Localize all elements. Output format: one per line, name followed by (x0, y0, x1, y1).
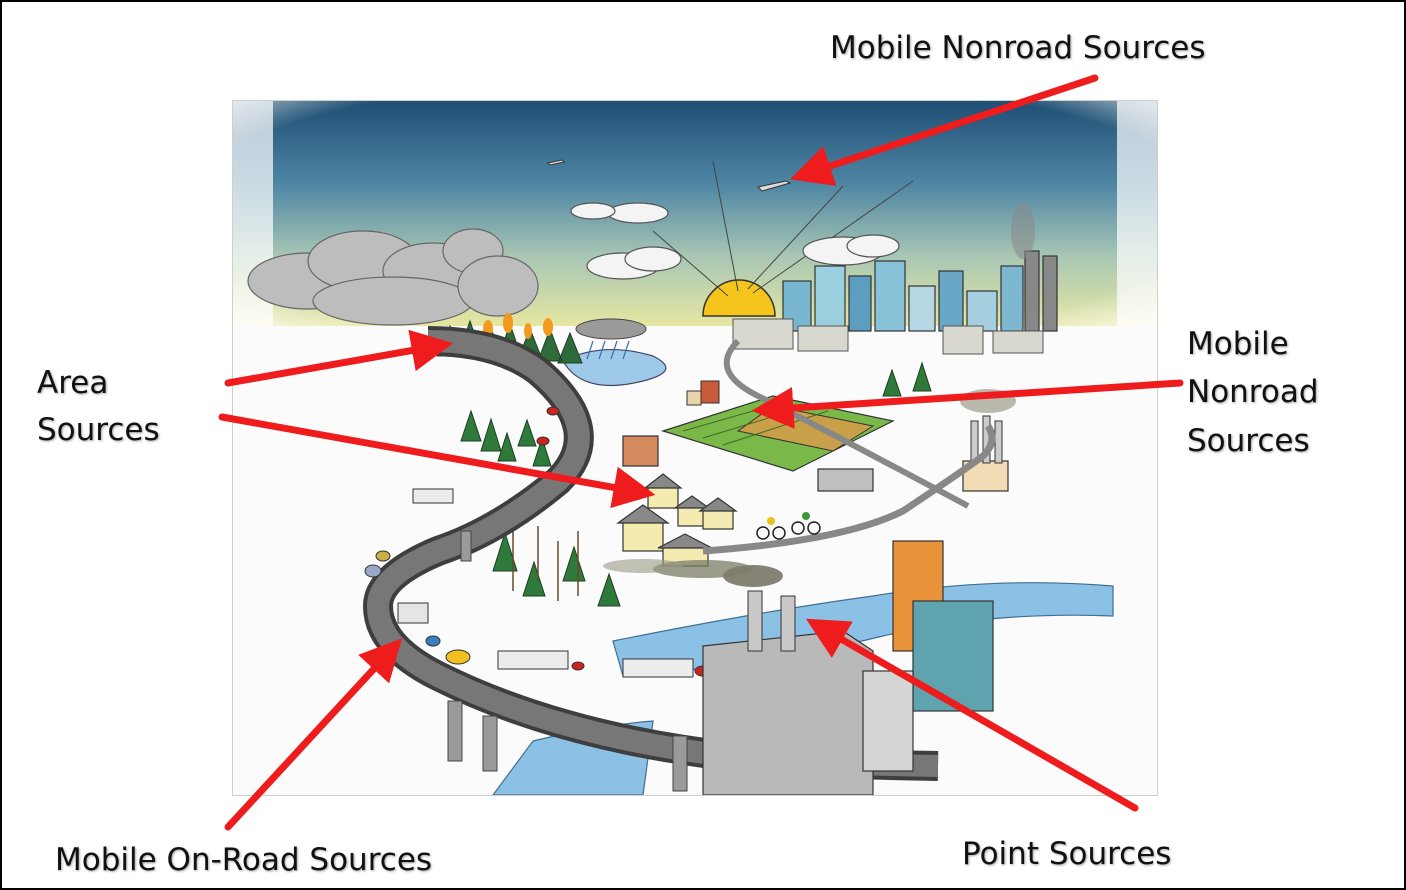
shed (622, 435, 659, 467)
label-area-line1: Area (37, 365, 109, 401)
stack-smoke (1011, 203, 1035, 259)
airplane-icon (756, 180, 792, 192)
clouds (570, 202, 900, 280)
dead-trees (512, 526, 579, 601)
label-mobile-nonroad-right-line3: Sources (1187, 423, 1310, 459)
label-mobile-nonroad-top: Mobile Nonroad Sources (830, 30, 1206, 66)
wildfire-smoke (247, 228, 539, 326)
label-mobile-nonroad-right-line1: Mobile (1187, 326, 1289, 362)
label-mobile-onroad: Mobile On-Road Sources (55, 842, 433, 878)
sun (702, 279, 776, 317)
warehouse (817, 468, 874, 492)
small-airplane-icon (546, 159, 566, 166)
highway-pillars (447, 530, 688, 792)
label-point: Point Sources (962, 836, 1172, 872)
label-area-line2: Sources (37, 412, 160, 448)
landscape-scene (233, 101, 1157, 795)
rain-cloud (575, 318, 647, 340)
cyclists-icon (756, 512, 821, 540)
label-mobile-nonroad-right-line2: Nonroad (1187, 374, 1319, 410)
emission-sources-illustration (232, 100, 1158, 796)
city-low-buildings (732, 318, 1044, 355)
bike-path (702, 424, 996, 555)
